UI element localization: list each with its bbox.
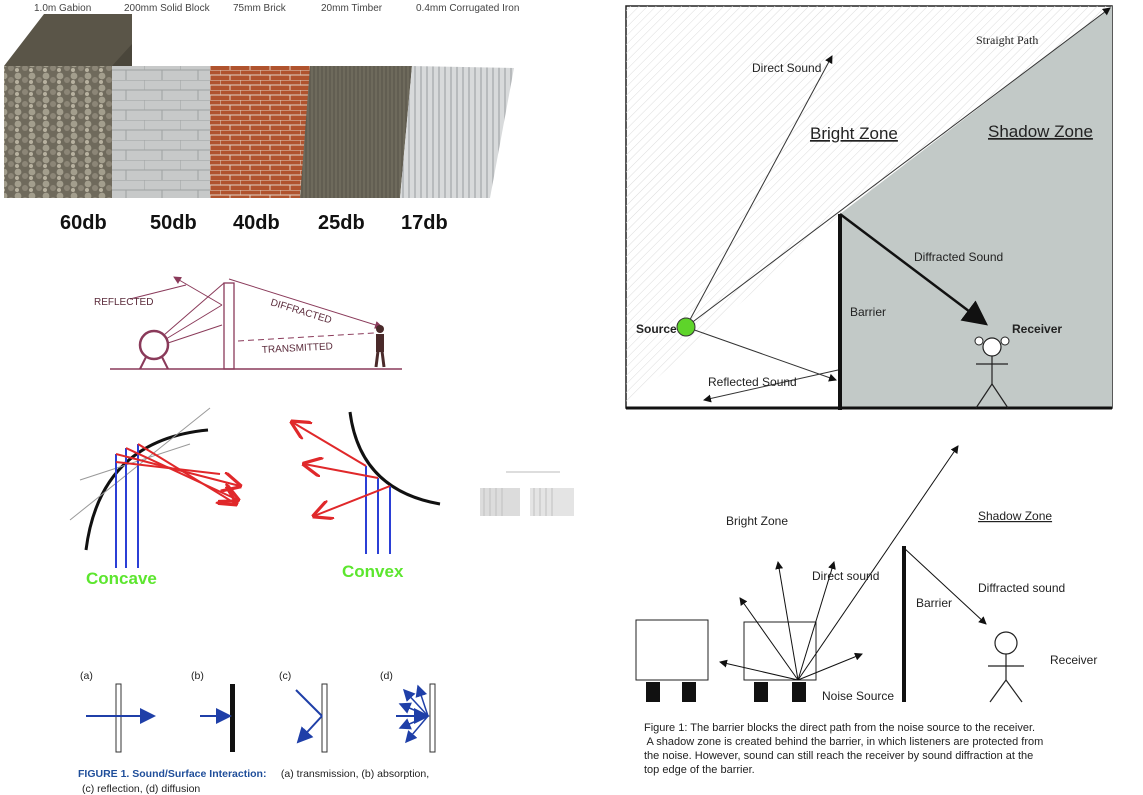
- db-value-brick: 40db: [233, 212, 280, 234]
- label-receiver: Receiver: [1012, 322, 1062, 336]
- panel-label-c: (c): [279, 670, 292, 682]
- material-label-timber: 20mm Timber: [321, 3, 383, 14]
- surface-interaction-caption: FIGURE 1. Sound/Surface Interaction: (a)…: [78, 764, 494, 795]
- label-barrier: Barrier: [850, 305, 886, 319]
- label-direct-sound: Direct Sound: [752, 61, 821, 75]
- materials-wall-figure: 1.0m Gabion 200mm Solid Block 75mm Brick…: [0, 0, 560, 250]
- concave-convex-figure: Concave Convex: [69, 407, 574, 588]
- surface-interaction-figure: (a) (b) (c) (d) FIGURE 1. Sound/Surface …: [74, 666, 494, 795]
- material-label-gabion: 1.0m Gabion: [34, 3, 92, 14]
- noise-caption-line-2: A shadow zone is created behind the barr…: [644, 736, 1044, 748]
- db-value-block: 50db: [150, 212, 197, 234]
- label-convex: Convex: [342, 562, 404, 581]
- label-diffracted-sound: Diffracted Sound: [914, 250, 1003, 264]
- material-label-brick: 75mm Brick: [233, 3, 286, 14]
- noise-label-bright-zone: Bright Zone: [726, 514, 788, 528]
- label-concave: Concave: [86, 569, 157, 588]
- noise-caption-line-4: top edge of the barrier.: [644, 764, 755, 776]
- material-label-block: 200mm Solid Block: [124, 3, 210, 14]
- zone-diagram: Straight Path Direct Sound Bright Zone S…: [625, 5, 1113, 410]
- label-transmitted: TRANSMITTED: [262, 341, 334, 356]
- surface-interaction-drawing: [86, 683, 436, 753]
- barrier-sketch: REFLECTED DIFFRACTED TRANSMITTED: [94, 276, 402, 370]
- label-reflected-sound: Reflected Sound: [708, 375, 797, 389]
- db-value-gabion: 60db: [60, 212, 107, 234]
- noise-label-direct-sound: Direct sound: [812, 569, 879, 583]
- panel-label-b: (b): [191, 670, 204, 682]
- noise-label-receiver: Receiver: [1050, 653, 1097, 667]
- material-label-iron: 0.4mm Corrugated Iron: [416, 3, 520, 14]
- noise-label-barrier: Barrier: [916, 596, 952, 610]
- noise-caption-line-1: Figure 1: The barrier blocks the direct …: [644, 722, 1036, 734]
- label-shadow-zone: Shadow Zone: [988, 122, 1093, 141]
- materials-wall-image: [4, 14, 514, 198]
- noise-label-diffracted-sound: Diffracted sound: [978, 581, 1065, 595]
- panel-label-a: (a): [80, 670, 93, 682]
- db-value-timber: 25db: [318, 212, 365, 234]
- caption-title: FIGURE 1. Sound/Surface Interaction:: [78, 768, 267, 780]
- noise-caption-line-3: the noise. However, sound can still reac…: [644, 750, 1034, 762]
- noise-diagram: Bright Zone Shadow Zone Direct sound Dif…: [635, 445, 1097, 703]
- panel-label-d: (d): [380, 670, 393, 682]
- label-reflected: REFLECTED: [94, 297, 153, 308]
- db-value-iron: 17db: [401, 212, 448, 234]
- caption-rest: (a) transmission, (b) absorption,: [280, 768, 430, 780]
- noise-figure-caption: Figure 1: The barrier blocks the direct …: [644, 721, 1124, 777]
- label-source: Source: [636, 322, 677, 336]
- label-bright-zone: Bright Zone: [810, 124, 898, 143]
- label-straight-path: Straight Path: [976, 33, 1038, 47]
- noise-label-noise-source: Noise Source: [822, 689, 894, 703]
- noise-label-shadow-zone: Shadow Zone: [978, 509, 1052, 523]
- caption-line2: (c) reflection, (d) diffusion: [82, 783, 201, 795]
